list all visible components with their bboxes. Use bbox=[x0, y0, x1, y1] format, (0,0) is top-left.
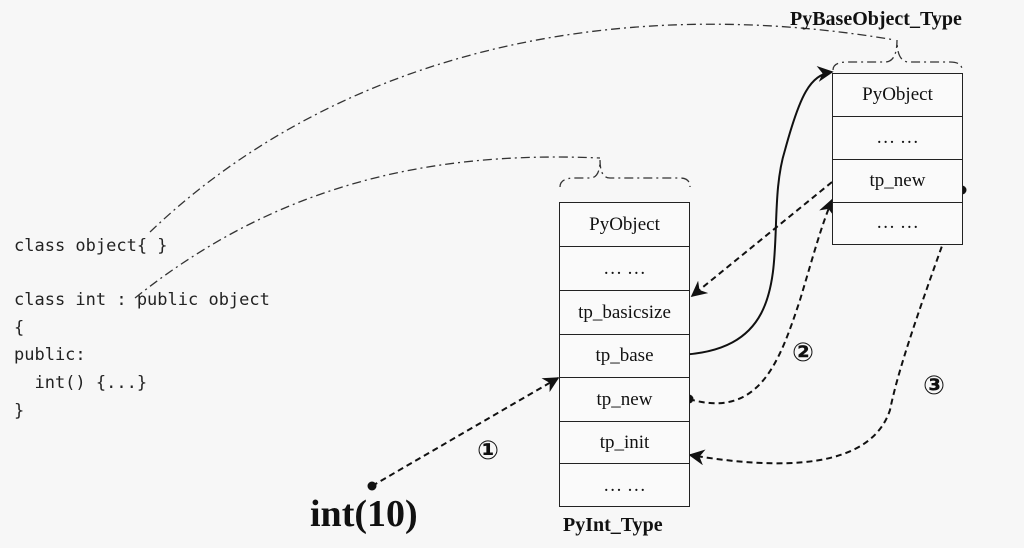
pybase-cell-pyobject: PyObject bbox=[833, 74, 962, 117]
pyint-cell-tp-new: tp_new bbox=[560, 378, 689, 422]
pyint-brace bbox=[559, 159, 691, 188]
code-line-object-class: class object{ } bbox=[14, 236, 168, 256]
step2-arrow bbox=[688, 198, 835, 405]
pyint-cell-pyobject: PyObject bbox=[560, 203, 689, 247]
pyint-cell-ellipsis-1: … … bbox=[560, 247, 689, 291]
pyint-cell-tp-init: tp_init bbox=[560, 422, 689, 464]
step-2-marker: ② bbox=[792, 338, 815, 368]
pyint-cell-tp-basicsize: tp_basicsize bbox=[560, 291, 689, 335]
step-3-marker: ③ bbox=[923, 371, 946, 401]
tp-base-arrow bbox=[677, 66, 834, 356]
basicsize-arrow bbox=[690, 181, 833, 298]
code-line-public: public: bbox=[14, 345, 86, 365]
object-to-pybase-link bbox=[149, 23, 896, 233]
step-1-marker: ① bbox=[477, 436, 500, 466]
call-label: int(10) bbox=[310, 493, 418, 535]
pybase-cell-ellipsis-1: … … bbox=[833, 117, 962, 160]
step1-arrow bbox=[371, 377, 560, 487]
pybase-cell-tp-new: tp_new bbox=[833, 160, 962, 203]
pyint-type-title: PyInt_Type bbox=[563, 514, 663, 536]
code-line-constructor: int() {...} bbox=[14, 373, 148, 393]
code-line-open-brace: { bbox=[14, 318, 25, 338]
int-to-pyint-link bbox=[134, 156, 601, 299]
step3-arrow bbox=[688, 189, 963, 466]
code-line-close-brace: } bbox=[14, 401, 25, 421]
code-line-int-class: class int : public object bbox=[14, 290, 270, 310]
pybase-cell-ellipsis-2: … … bbox=[876, 212, 919, 233]
pyint-type-box: PyObject … … tp_basicsize tp_base tp_new… bbox=[559, 202, 690, 507]
pyint-cell-ellipsis-2: … … bbox=[603, 475, 646, 496]
pybaseobject-type-title: PyBaseObject_Type bbox=[790, 8, 962, 30]
pyint-cell-tp-base: tp_base bbox=[560, 335, 689, 378]
pybaseobject-type-box: PyObject … … tp_new … … bbox=[832, 73, 963, 245]
pybase-brace bbox=[832, 39, 963, 71]
